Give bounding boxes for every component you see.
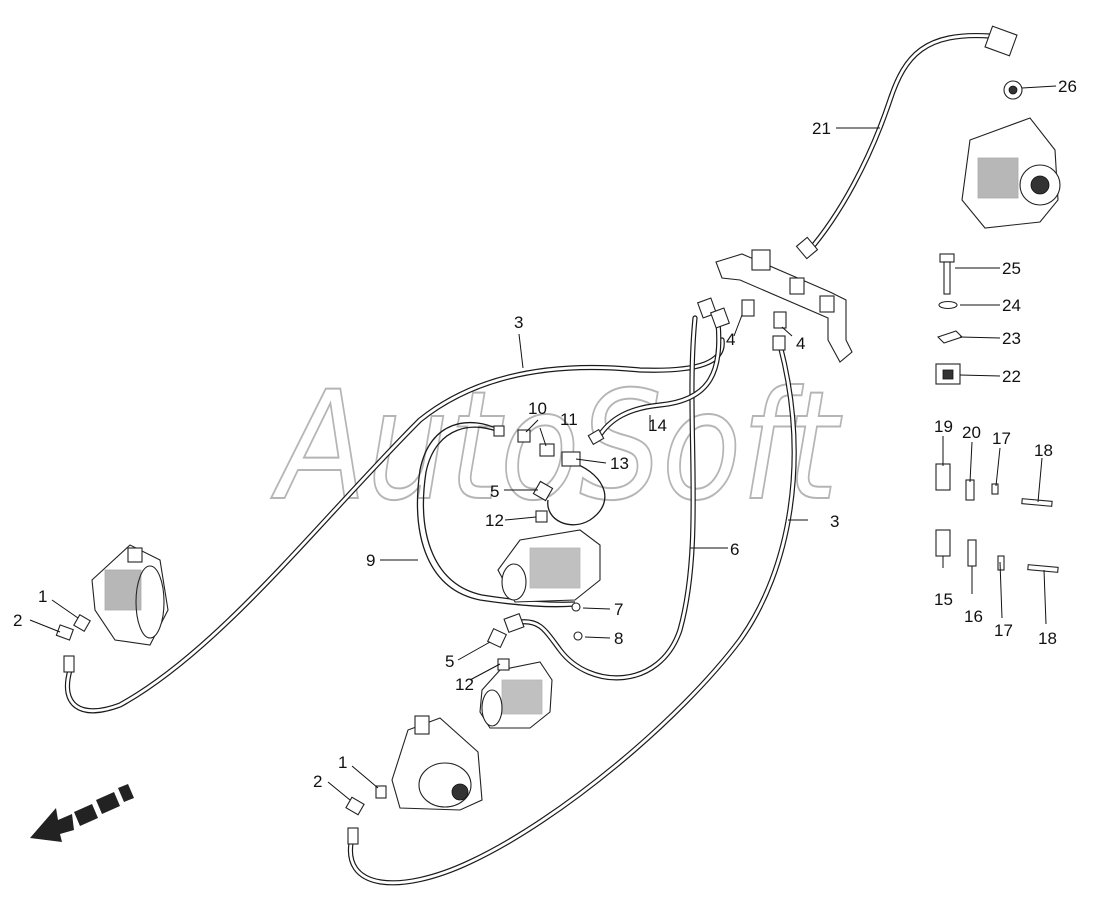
callout-5b: 5: [445, 652, 454, 671]
hydraulic-motor-left: [91, 544, 169, 646]
watermark-text: AutoSoft: [271, 360, 842, 534]
callout-23: 23: [1002, 329, 1021, 348]
callout-2b: 2: [313, 772, 322, 791]
callout-4b: 4: [796, 334, 805, 353]
callout-5a: 5: [490, 482, 499, 501]
manifold-block: [696, 249, 853, 363]
small-fittings: [55, 25, 1018, 845]
hose-3-right: [347, 342, 797, 886]
callout-18a: 18: [1034, 441, 1053, 460]
direction-arrow-icon: [30, 784, 134, 842]
callout-24: 24: [1002, 296, 1021, 315]
callout-1b: 1: [338, 753, 347, 772]
callout-21: 21: [812, 119, 831, 138]
callout-22: 22: [1002, 367, 1021, 386]
callout-3a: 3: [514, 313, 523, 332]
callout-12a: 12: [485, 511, 504, 530]
hydraulic-motor-center: [497, 529, 601, 603]
callout-3b: 3: [830, 512, 839, 531]
hose-21: [805, 32, 993, 255]
callout-25: 25: [1002, 259, 1021, 278]
callout-11: 11: [560, 410, 578, 429]
hydraulic-pump-top-right: [961, 80, 1061, 229]
hydraulic-motor-lower: [391, 715, 483, 811]
hose-14: [595, 319, 722, 441]
hose-3-long: [64, 337, 725, 714]
callout-10: 10: [528, 399, 547, 418]
hose-6: [517, 315, 698, 681]
callout-15: 15: [934, 590, 953, 609]
callout-20: 20: [962, 423, 981, 442]
callout-16: 16: [964, 607, 983, 626]
callout-7: 7: [614, 600, 623, 619]
callout-26: 26: [1058, 77, 1077, 96]
leader-lines: [29, 85, 1057, 801]
callout-9: 9: [366, 551, 375, 570]
callout-1a: 1: [38, 587, 47, 606]
callout-2a: 2: [13, 611, 22, 630]
callout-14: 14: [648, 416, 667, 435]
callout-13: 13: [610, 454, 629, 473]
callout-6: 6: [730, 540, 739, 559]
callout-17a: 17: [992, 429, 1011, 448]
hose-9: [416, 421, 576, 608]
callout-4a: 4: [726, 330, 735, 349]
callout-8: 8: [614, 629, 623, 648]
callout-19: 19: [934, 417, 953, 436]
callout-12b: 12: [455, 675, 474, 694]
callout-18b: 18: [1038, 629, 1057, 648]
callout-labels: 1 1 2 2 3 3 4 4 5 5 6 7 8 9 10 11 12 12 …: [13, 77, 1077, 791]
hose-13-loop: [547, 461, 606, 526]
callout-17b: 17: [994, 621, 1013, 640]
starter-motor: [479, 661, 553, 729]
hardware-items: [935, 253, 1059, 573]
